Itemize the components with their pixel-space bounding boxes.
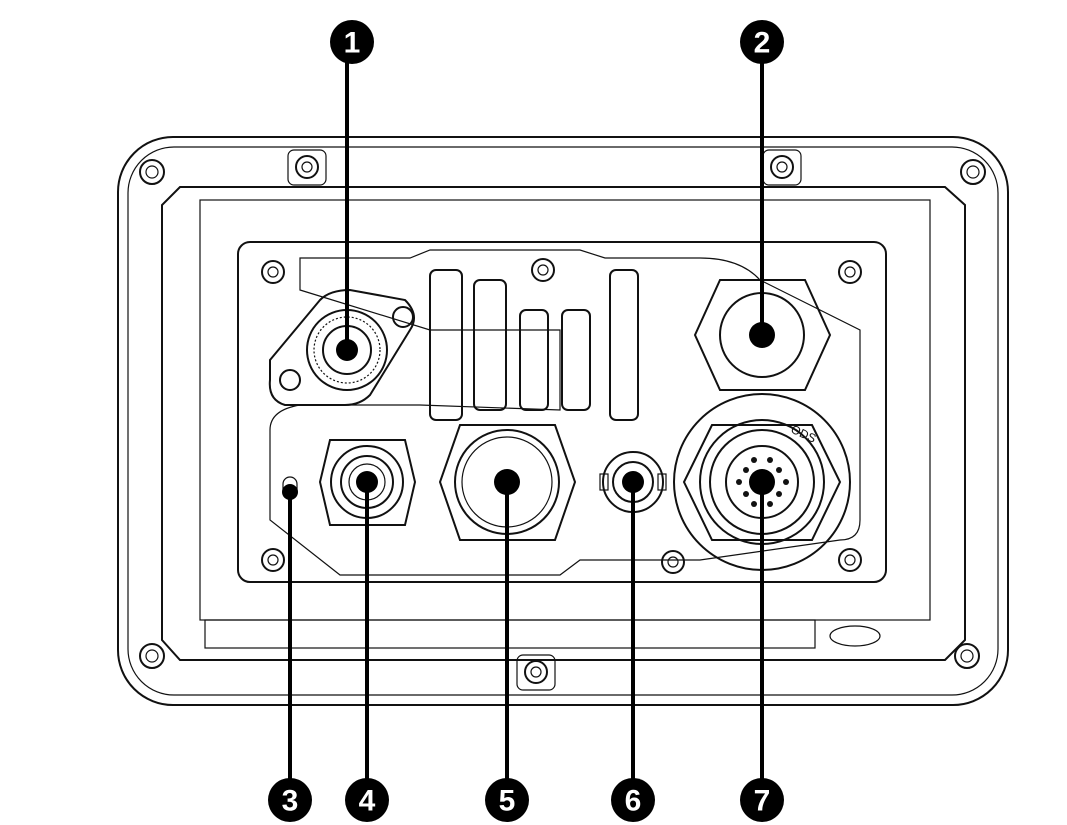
svg-text:4: 4 (359, 785, 376, 818)
screw-icon (960, 159, 986, 185)
svg-text:2: 2 (754, 27, 771, 60)
callout-5: 5 (485, 778, 529, 822)
connector-plate (237, 241, 887, 583)
indicator-icon (282, 476, 298, 491)
device-body-inner-edge (127, 146, 999, 696)
screw-icon (838, 548, 862, 572)
callout-4: 4 (345, 778, 389, 822)
callout-1: 1 (330, 20, 374, 64)
screw-icon (261, 260, 285, 284)
screws (139, 149, 986, 691)
screw-icon (287, 149, 327, 186)
svg-text:7: 7 (754, 785, 771, 818)
rear-frame (161, 186, 966, 661)
connector-centers (282, 322, 775, 500)
screw-icon (954, 643, 980, 669)
screw-icon (762, 149, 802, 186)
svg-text:5: 5 (499, 785, 516, 818)
callout-3: 3 (268, 778, 312, 822)
svg-text:6: 6 (625, 785, 642, 818)
panel-outline (269, 249, 861, 576)
callout-2: 2 (740, 20, 784, 64)
screw-icon (261, 548, 285, 572)
callout-6: 6 (611, 778, 655, 822)
device-body (117, 136, 1009, 706)
leader-lines (288, 60, 764, 780)
screw-icon (139, 643, 165, 669)
screw-icon (139, 159, 165, 185)
screw-icon (838, 260, 862, 284)
svg-text:3: 3 (282, 785, 299, 818)
callout-7: 7 (740, 778, 784, 822)
heatsink-fins (429, 269, 639, 421)
label-slot (204, 619, 816, 649)
connector-marking: ODS (789, 422, 818, 446)
screw-icon (531, 258, 555, 282)
screw-icon (661, 550, 685, 574)
vent-grille (829, 625, 881, 647)
svg-text:1: 1 (344, 27, 361, 60)
screw-icon (516, 654, 556, 691)
